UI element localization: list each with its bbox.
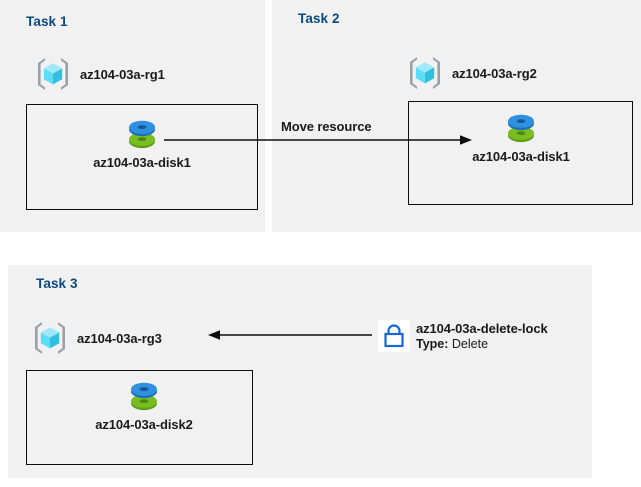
panel-task-1 xyxy=(0,0,265,232)
disk-node-task-2: az104-03a-disk1 xyxy=(461,106,581,164)
resource-group-icon xyxy=(405,53,445,93)
disk-label-task-2: az104-03a-disk1 xyxy=(472,149,570,164)
delete-lock-node: az104-03a-delete-lock Type: Delete xyxy=(378,320,548,353)
panel-title-task-3: Task 3 xyxy=(36,276,78,291)
resource-group-icon xyxy=(33,54,73,94)
managed-disk-icon xyxy=(123,374,165,414)
delete-lock-type-row: Type: Delete xyxy=(416,337,548,353)
resource-group-label-task-3: az104-03a-rg3 xyxy=(77,330,162,346)
lock-icon xyxy=(378,320,410,352)
resource-box-task-2 xyxy=(408,101,633,205)
delete-lock-type-value: Delete xyxy=(451,337,489,352)
managed-disk-icon xyxy=(121,112,163,152)
panel-title-task-1: Task 1 xyxy=(26,14,68,29)
resource-group-label-task-1: az104-03a-rg1 xyxy=(80,66,165,82)
disk-label-task-1: az104-03a-disk1 xyxy=(93,155,191,170)
panel-title-task-2: Task 2 xyxy=(298,11,340,26)
resource-group-label-task-2: az104-03a-rg2 xyxy=(452,65,537,81)
managed-disk-icon xyxy=(500,106,542,146)
resource-group-node-task-1: az104-03a-rg1 xyxy=(33,54,165,94)
disk-node-task-1: az104-03a-disk1 xyxy=(82,112,202,170)
move-resource-arrow-label: Move resource xyxy=(281,119,372,134)
resource-group-node-task-3: az104-03a-rg3 xyxy=(30,318,162,358)
delete-lock-text: az104-03a-delete-lock Type: Delete xyxy=(416,320,548,353)
disk-label-task-3: az104-03a-disk2 xyxy=(95,417,193,432)
resource-box-task-1 xyxy=(26,104,258,210)
resource-group-node-task-2: az104-03a-rg2 xyxy=(405,53,537,93)
resource-group-icon xyxy=(30,318,70,358)
resource-box-task-3 xyxy=(26,370,253,465)
panel-task-2 xyxy=(272,0,641,232)
panel-task-3 xyxy=(8,265,592,478)
disk-node-task-3: az104-03a-disk2 xyxy=(84,374,204,432)
delete-lock-type-key: Type: xyxy=(416,337,449,352)
delete-lock-name: az104-03a-delete-lock xyxy=(416,321,548,336)
